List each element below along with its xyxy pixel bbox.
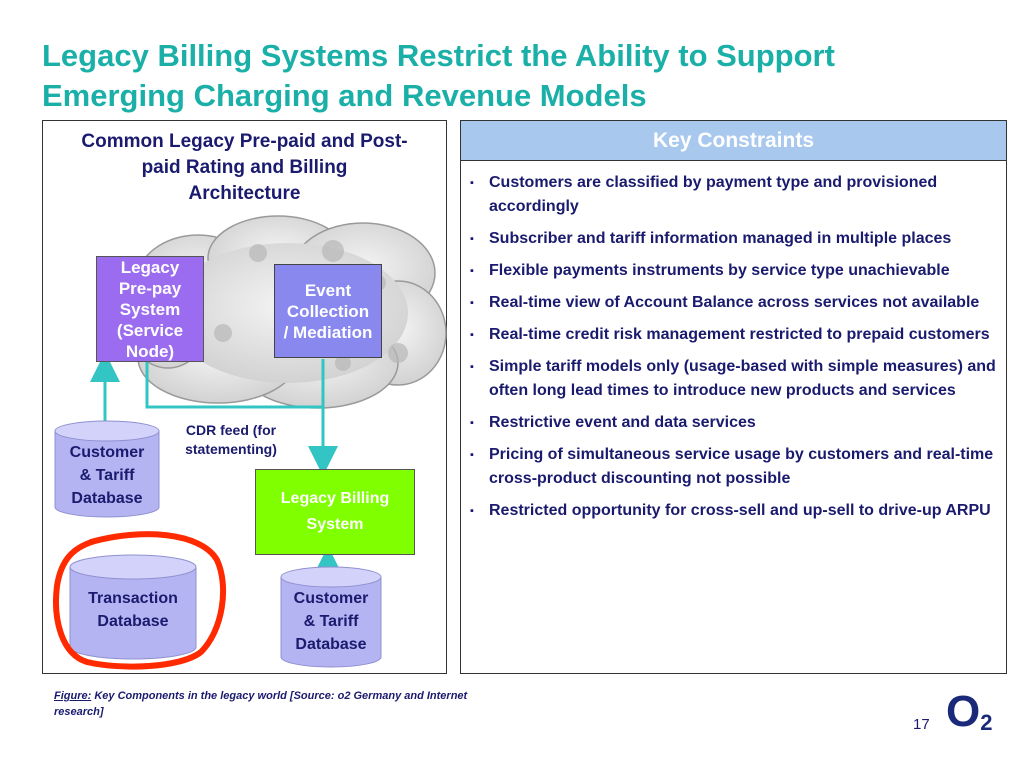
db-line: & Tariff bbox=[303, 613, 359, 630]
constraints-list: ▪ Customers are classified by payment typ… bbox=[467, 171, 1007, 531]
prepay-line: Pre-pay bbox=[118, 278, 182, 298]
database-icon bbox=[54, 420, 160, 518]
billing-line: Legacy Billing bbox=[280, 490, 390, 507]
constraint-text: Restricted opportunity for cross-sell an… bbox=[489, 502, 991, 519]
legacy-prepay-system-box: Legacy Pre-pay System (Service Node) bbox=[96, 256, 204, 362]
architecture-heading-line: Architecture bbox=[188, 183, 301, 204]
o2-logo: O2 bbox=[946, 687, 992, 737]
architecture-heading-line: paid Rating and Billing bbox=[141, 157, 348, 178]
prepay-line: Legacy bbox=[120, 257, 180, 277]
constraint-text: Flexible payments instruments by service… bbox=[489, 262, 950, 279]
figure-caption-text: Key Components in the legacy world [Sour… bbox=[54, 690, 468, 718]
event-line: Collection bbox=[286, 301, 370, 321]
constraint-item: ▪ Subscriber and tariff information manag… bbox=[467, 227, 1007, 251]
customer-tariff-database-cylinder-2: Customer & Tariff Database bbox=[279, 565, 383, 669]
bullet-icon: ▪ bbox=[470, 361, 474, 373]
constraint-text: Subscriber and tariff information manage… bbox=[489, 230, 952, 247]
constraint-item: ▪ Restricted opportunity for cross-sell a… bbox=[467, 499, 1007, 523]
bullet-icon: ▪ bbox=[470, 449, 474, 461]
constraint-text: Real-time credit risk management restric… bbox=[489, 326, 990, 343]
bullet-icon: ▪ bbox=[470, 233, 474, 245]
constraint-item: ▪ Restrictive event and data services bbox=[467, 411, 1007, 435]
bullet-icon: ▪ bbox=[470, 297, 474, 309]
slide-title: Legacy Billing Systems Restrict the Abil… bbox=[42, 36, 1002, 116]
bullet-icon: ▪ bbox=[470, 417, 474, 429]
title-line-1: Legacy Billing Systems Restrict the Abil… bbox=[42, 38, 835, 73]
db-line: Customer bbox=[293, 590, 369, 607]
constraint-item: ▪ Pricing of simultaneous service usage b… bbox=[467, 443, 1007, 491]
logo-subscript: 2 bbox=[980, 710, 993, 735]
db-line: Customer bbox=[69, 444, 145, 461]
cdr-line: statementing) bbox=[185, 441, 277, 457]
figure-label: Figure: bbox=[54, 690, 92, 702]
key-constraints-panel: Key Constraints ▪ Customers are classifie… bbox=[460, 120, 1007, 674]
customer-tariff-db-label-2: Customer & Tariff Database bbox=[279, 587, 383, 656]
constraint-text: Restrictive event and data services bbox=[489, 414, 756, 431]
event-line: Event bbox=[304, 280, 352, 300]
constraint-text: Customers are classified by payment type… bbox=[489, 174, 938, 215]
legacy-billing-system-box: Legacy Billing System bbox=[255, 469, 415, 555]
bullet-icon: ▪ bbox=[470, 265, 474, 277]
transaction-database-cylinder: Transaction Database bbox=[68, 553, 198, 661]
cdr-line: CDR feed (for bbox=[185, 422, 277, 438]
event-collection-box: Event Collection / Mediation bbox=[274, 264, 382, 358]
constraint-text: Real-time view of Account Balance across… bbox=[489, 294, 980, 311]
constraint-item: ▪ Simple tariff models only (usage-based … bbox=[467, 355, 1007, 403]
db-line: Database bbox=[97, 613, 169, 630]
billing-line: System bbox=[306, 516, 364, 533]
database-icon bbox=[69, 554, 197, 660]
prepay-line: Node) bbox=[125, 341, 175, 361]
bullet-icon: ▪ bbox=[470, 329, 474, 341]
bullet-icon: ▪ bbox=[470, 505, 474, 517]
logo-letter: O bbox=[946, 687, 981, 736]
db-line: Transaction bbox=[88, 590, 178, 607]
constraint-text: Simple tariff models only (usage-based w… bbox=[489, 358, 996, 399]
customer-tariff-database-cylinder: Customer & Tariff Database bbox=[53, 419, 161, 519]
event-line: / Mediation bbox=[283, 322, 373, 342]
prepay-line: System bbox=[119, 299, 181, 319]
constraint-item: ▪ Customers are classified by payment typ… bbox=[467, 171, 1007, 219]
bullet-icon: ▪ bbox=[470, 177, 474, 189]
db-line: & Tariff bbox=[79, 467, 135, 484]
cdr-feed-label: CDR feed (for statementing) bbox=[170, 421, 292, 459]
architecture-heading-line: Common Legacy Pre-paid and Post- bbox=[81, 131, 408, 152]
architecture-heading: Common Legacy Pre-paid and Post- paid Ra… bbox=[43, 129, 446, 207]
title-line-2: Emerging Charging and Revenue Models bbox=[42, 78, 647, 113]
constraint-text: Pricing of simultaneous service usage by… bbox=[489, 446, 994, 487]
customer-tariff-db-label: Customer & Tariff Database bbox=[53, 441, 161, 510]
architecture-panel: Common Legacy Pre-paid and Post- paid Ra… bbox=[42, 120, 447, 674]
constraint-item: ▪ Real-time view of Account Balance acros… bbox=[467, 291, 1007, 315]
transaction-db-label: Transaction Database bbox=[68, 587, 198, 633]
constraint-item: ▪ Real-time credit risk management restri… bbox=[467, 323, 1007, 347]
database-icon bbox=[280, 566, 382, 668]
key-constraints-header: Key Constraints bbox=[461, 121, 1006, 161]
figure-caption: Figure: Key Components in the legacy wor… bbox=[54, 688, 474, 720]
constraint-item: ▪ Flexible payments instruments by servic… bbox=[467, 259, 1007, 283]
red-highlight-circle bbox=[53, 531, 227, 670]
db-line: Database bbox=[295, 636, 367, 653]
connector-arrows bbox=[90, 352, 343, 576]
page-number: 17 bbox=[913, 716, 930, 733]
db-line: Database bbox=[71, 490, 143, 507]
prepay-line: (Service bbox=[116, 320, 184, 340]
